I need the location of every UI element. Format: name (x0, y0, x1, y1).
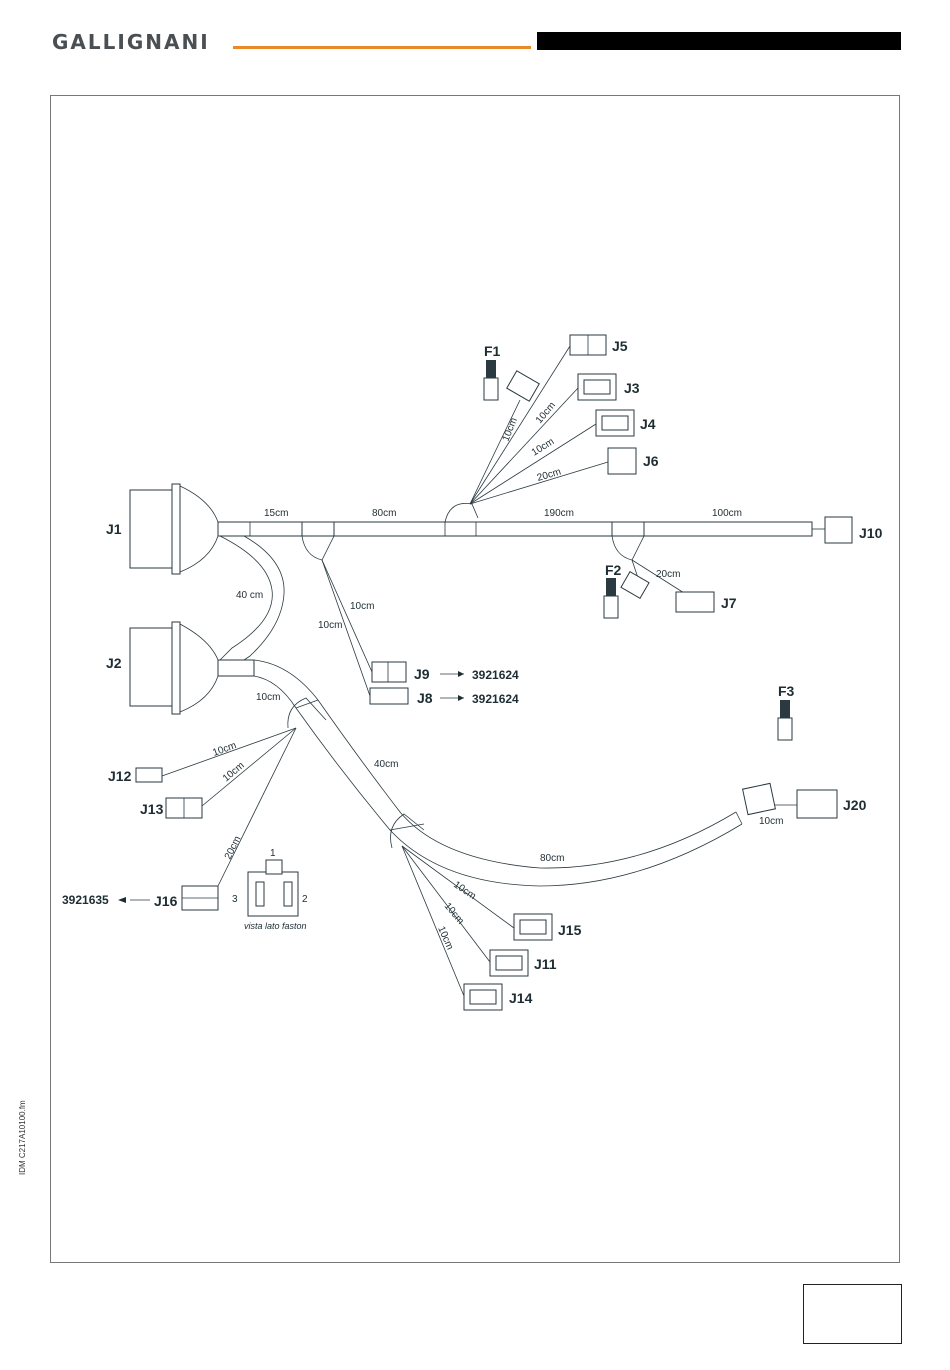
length-j12: 10cm (211, 740, 238, 759)
length-j6: 20cm (536, 467, 563, 484)
label-j14: J14 (509, 990, 533, 1006)
length-j15: 10cm (451, 879, 477, 902)
j7-connector (676, 592, 714, 612)
j7-f2-branch (604, 560, 792, 740)
length-j20: 10cm (759, 816, 783, 827)
lower-right-branches (402, 846, 552, 1010)
label-j3: J3 (624, 380, 640, 396)
label-j11: J11 (534, 956, 557, 972)
j9-connector (372, 662, 406, 682)
label-j15: J15 (558, 922, 582, 938)
label-j1: J1 (106, 521, 122, 537)
label-j9: J9 (414, 666, 430, 682)
label-f3: F3 (778, 683, 795, 699)
length-lower-80: 80cm (540, 853, 564, 864)
j6-connector (608, 448, 636, 474)
length-j2-branch: 10cm (256, 692, 280, 703)
j8-connector (370, 688, 408, 704)
faston-pin-1: 1 (270, 848, 276, 859)
label-j13: J13 (140, 801, 164, 817)
length-main-15: 15cm (264, 508, 288, 519)
f2-fuse (604, 596, 618, 618)
j10-connector (825, 517, 852, 543)
length-main-100: 100cm (712, 508, 742, 519)
length-j8: 10cm (318, 620, 342, 631)
main-trunk (218, 503, 852, 560)
j2-connector (130, 622, 218, 714)
label-j7: J7 (721, 595, 737, 611)
j1-connector (130, 484, 218, 574)
j20-connector (797, 790, 837, 818)
length-lower-40: 40cm (374, 759, 398, 770)
length-main-190: 190cm (544, 508, 574, 519)
length-main-80: 80cm (372, 508, 396, 519)
length-j16: 20cm (223, 835, 244, 862)
length-j11: 10cm (442, 901, 466, 927)
label-j8: J8 (417, 690, 433, 706)
label-j6: J6 (643, 453, 659, 469)
j12-connector (136, 768, 162, 782)
label-j12: J12 (108, 768, 132, 784)
faston-pin-3: 3 (232, 894, 238, 905)
length-j4: 10cm (530, 436, 557, 458)
label-j20: J20 (843, 797, 867, 813)
label-j4: J4 (640, 416, 656, 432)
length-j1-j2: 40 cm (236, 590, 263, 601)
length-j14: 10cm (435, 925, 455, 952)
length-j9: 10cm (350, 601, 374, 612)
label-j10: J10 (859, 525, 883, 541)
faston-pin-2: 2 (302, 894, 308, 905)
part-number-j8: 3921624 (472, 692, 519, 706)
label-j16: J16 (154, 893, 178, 909)
label-j5: J5 (612, 338, 628, 354)
faston-detail (248, 860, 298, 916)
part-number-j9: 3921624 (472, 668, 519, 682)
faston-caption: vista lato faston (244, 921, 307, 931)
label-f2: F2 (605, 562, 622, 578)
label-f1: F1 (484, 343, 501, 359)
f1-fuse (484, 378, 498, 400)
length-j7: 20cm (656, 569, 680, 580)
j9-j8-branches (322, 560, 464, 704)
part-number-j16: 3921635 (62, 893, 109, 907)
label-j2: J2 (106, 655, 122, 671)
f3-fuse (778, 718, 792, 740)
